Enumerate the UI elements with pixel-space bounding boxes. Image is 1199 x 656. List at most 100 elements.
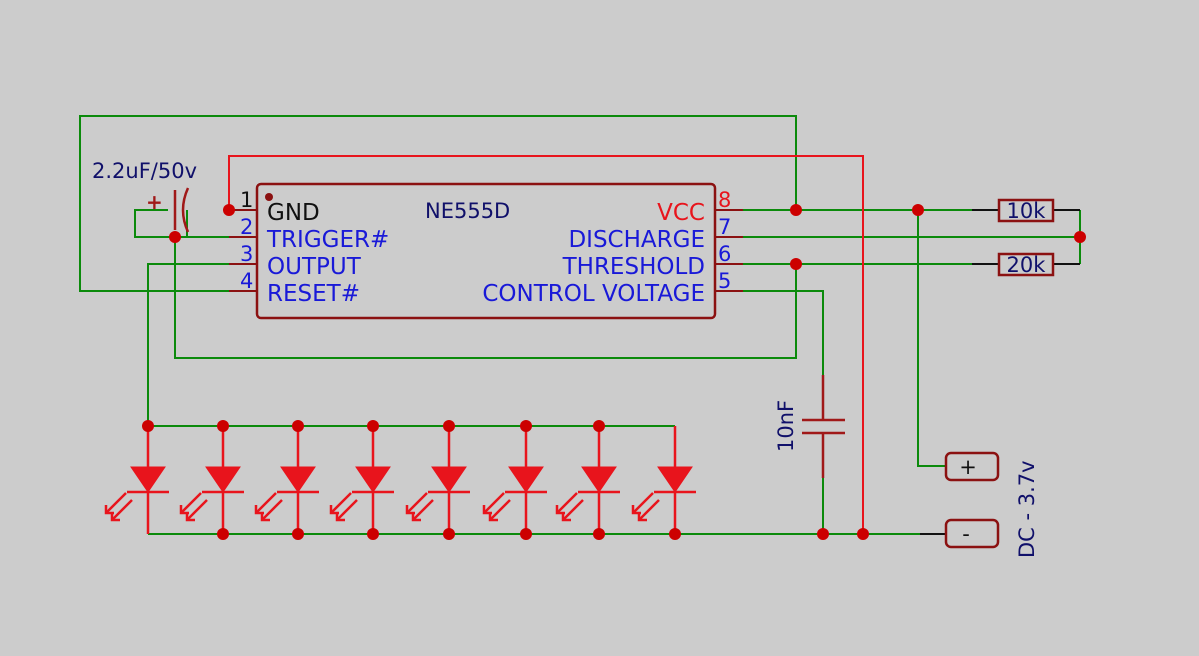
led-arrow-2 — [412, 499, 434, 521]
ic-name: NE555D — [425, 199, 510, 223]
led-7[interactable] — [555, 420, 620, 540]
cap10n-label: 10nF — [774, 400, 798, 452]
led-arrow-2 — [261, 499, 283, 521]
wires-black — [920, 209, 1080, 535]
node-gnd-red — [857, 528, 869, 540]
resistor-10k-label: 10k — [1007, 199, 1047, 223]
led-arrow-1 — [406, 492, 428, 514]
wire-gnd-red — [228, 155, 864, 534]
terminal-plus-label: + — [959, 455, 977, 479]
led-arrowhead-2 — [411, 512, 421, 522]
terminal-minus-label: - — [962, 522, 970, 546]
resistor-20k[interactable]: 20k — [997, 252, 1055, 277]
led-8[interactable] — [631, 426, 696, 540]
led-arrowhead-2 — [488, 512, 498, 522]
led-arrowhead-2 — [561, 512, 571, 522]
led-arrow-1 — [180, 492, 202, 514]
led-arrowhead-2 — [185, 512, 195, 522]
node-led-anode — [443, 420, 455, 432]
led-arrowhead-2 — [637, 512, 647, 522]
led-1[interactable] — [104, 420, 169, 534]
power-terminal-minus[interactable]: - — [944, 518, 1000, 549]
cap-electrolytic-label: 2.2uF/50v — [92, 159, 197, 183]
wire-output — [147, 263, 256, 426]
pin6-number: 6 — [718, 242, 731, 266]
wire-reset-to-vcc — [79, 115, 797, 292]
pin7-label: DISCHARGE — [568, 227, 705, 253]
capacitor-10nf[interactable]: 10nF — [774, 375, 845, 478]
node-vcc-b — [912, 204, 924, 216]
ic-ne555d[interactable]: NE555D 1 2 3 4 GND TRIGGER# OUTPUT RESET… — [229, 182, 743, 320]
led-triangle — [355, 466, 391, 493]
pin8-number: 8 — [718, 188, 731, 212]
node-led-cathode — [520, 528, 532, 540]
node-resistor-join — [1074, 231, 1086, 243]
led-4[interactable] — [329, 420, 394, 540]
pin1-marker — [265, 193, 273, 201]
led-3[interactable] — [254, 420, 319, 540]
pin5-label: CONTROL VOLTAGE — [482, 281, 705, 307]
node-gnd-cap — [817, 528, 829, 540]
wire-cap-pos — [134, 209, 175, 238]
junction-nodes — [169, 204, 1086, 540]
pin6-label: THRESHOLD — [562, 254, 705, 280]
node-led-cathode — [292, 528, 304, 540]
pin8-label: VCC — [657, 200, 705, 226]
node-threshold — [790, 258, 802, 270]
ic-body — [255, 182, 717, 320]
led-arrow-1 — [105, 492, 127, 514]
pin1-number: 1 — [240, 188, 253, 212]
node-gnd — [223, 204, 235, 216]
led-triangle — [431, 466, 467, 493]
led-triangle — [205, 466, 241, 493]
led-arrowhead-2 — [260, 512, 270, 522]
node-led-cathode — [669, 528, 681, 540]
led-5[interactable] — [405, 420, 470, 540]
resistor-20k-label: 20k — [1007, 253, 1047, 277]
pin3-label: OUTPUT — [267, 254, 362, 280]
led-arrow-1 — [483, 492, 505, 514]
node-led-anode — [593, 420, 605, 432]
node-trigger — [169, 231, 181, 243]
wires-green — [79, 115, 1081, 535]
node-led-anode — [367, 420, 379, 432]
pin4-number: 4 — [240, 269, 253, 293]
led-6[interactable] — [482, 420, 547, 540]
node-led-cathode — [367, 528, 379, 540]
wire-threshold-trigger — [174, 237, 797, 359]
led-triangle — [657, 466, 693, 493]
led-arrow-1 — [556, 492, 578, 514]
led-2[interactable] — [179, 420, 244, 540]
node-led-cathode — [443, 528, 455, 540]
led-arrow-2 — [111, 499, 133, 521]
node-led-anode — [142, 420, 154, 432]
power-terminal-plus[interactable]: + — [944, 451, 1000, 482]
led-arrow-1 — [330, 492, 352, 514]
cap-curved-plate — [181, 187, 190, 233]
led-triangle — [508, 466, 544, 493]
node-led-cathode — [217, 528, 229, 540]
terminal-minus-body — [944, 518, 1000, 549]
led-array — [104, 420, 696, 540]
led-arrow-1 — [255, 492, 277, 514]
pin7-number: 7 — [718, 215, 731, 239]
led-arrowhead-2 — [110, 512, 120, 522]
led-arrow-2 — [562, 499, 584, 521]
terminal-plus-body — [944, 451, 1000, 482]
led-arrowhead-2 — [335, 512, 345, 522]
node-led-anode — [292, 420, 304, 432]
node-led-anode — [520, 420, 532, 432]
node-led-cathode — [593, 528, 605, 540]
resistor-10k[interactable]: 10k — [997, 198, 1055, 223]
led-arrow-1 — [632, 492, 654, 514]
wire-vcc-to-plus — [917, 210, 946, 467]
pin4-label: RESET# — [267, 281, 360, 307]
resistor-10k-body — [997, 198, 1055, 223]
led-arrow-2 — [638, 499, 660, 521]
node-led-anode — [217, 420, 229, 432]
power-supply-label: DC - 3.7v — [1015, 460, 1039, 558]
node-vcc-a — [790, 204, 802, 216]
resistor-20k-body — [997, 252, 1055, 277]
capacitor-electrolytic[interactable]: + 2.2uF/50v — [92, 159, 197, 233]
